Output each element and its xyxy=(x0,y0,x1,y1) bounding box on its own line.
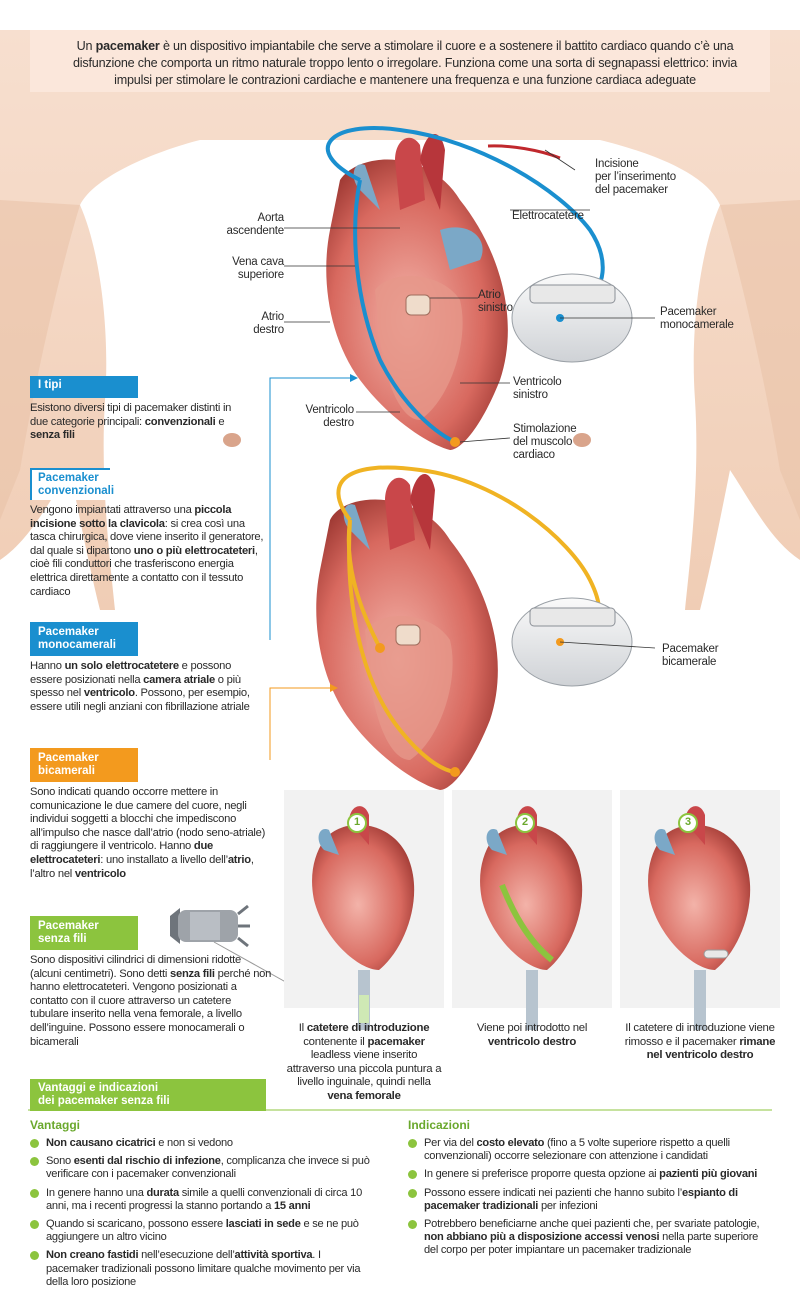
intro-band xyxy=(30,30,770,92)
nipple-left xyxy=(223,433,241,447)
tipi-text: Esistono diversi tipi di pacemaker disti… xyxy=(30,402,232,442)
tipi-header: I tipi xyxy=(30,376,138,396)
list-item: Quando si scaricano, possono essere lasc… xyxy=(30,1218,370,1244)
step-caption-1: Il catetere di introduzione contenente i… xyxy=(286,1022,442,1102)
label-elettrocatetere: Elettrocatetere xyxy=(512,210,584,222)
step-number-3: 3 xyxy=(684,816,692,828)
step-caption-3: Il catetere di introduzione viene rimoss… xyxy=(624,1022,776,1061)
indicazioni-title: Indicazioni xyxy=(408,1118,471,1132)
bicamerali-text: Sono indicati quando occorre mettere in … xyxy=(30,786,266,880)
step-number-circles xyxy=(347,813,698,833)
incision-mark xyxy=(487,144,561,160)
step-caption-2: Viene poi introdotto nel ventricolo dest… xyxy=(476,1022,588,1048)
vantaggi-title: Vantaggi xyxy=(30,1118,81,1132)
list-item: Possono essere indicati nei pazienti che… xyxy=(408,1187,770,1213)
lead-blue xyxy=(325,126,605,444)
list-item: Non causano cicatrici e non si vedono xyxy=(30,1137,370,1150)
heart-bicamerale xyxy=(316,473,498,790)
indicazioni-list: Per via del costo elevato (fino a 5 volt… xyxy=(408,1137,770,1263)
stimulation-tip xyxy=(450,437,460,447)
nipple-right xyxy=(573,433,591,447)
leadless-device xyxy=(170,904,250,948)
pacemaker-bi-device xyxy=(511,597,633,687)
step-number-2: 2 xyxy=(521,816,529,828)
list-item: In genere hanno una durata simile a quel… xyxy=(30,1187,370,1213)
heart-monocamerale xyxy=(326,133,508,450)
senza-fili-text: Sono dispositivi cilindrici di dimension… xyxy=(30,954,272,1048)
monocamerali-text: Hanno un solo elettrocatetere e possono … xyxy=(30,660,250,713)
convenzionali-text: Vengono impiantati attraverso una piccol… xyxy=(30,504,264,598)
list-item: Potrebbero beneficiarne anche quei pazie… xyxy=(408,1218,770,1258)
list-item: Per via del costo elevato (fino a 5 volt… xyxy=(408,1137,770,1163)
step-number-1: 1 xyxy=(353,816,361,828)
intro-text: Un pacemaker è un dispositivo impiantabi… xyxy=(72,39,738,87)
list-item: Sono esenti dal rischio di infezione, co… xyxy=(30,1155,370,1181)
list-item: In genere si preferisce proporre questa … xyxy=(408,1168,770,1181)
list-item: Non creano fastidi nell’esecuzione dell’… xyxy=(30,1249,370,1289)
